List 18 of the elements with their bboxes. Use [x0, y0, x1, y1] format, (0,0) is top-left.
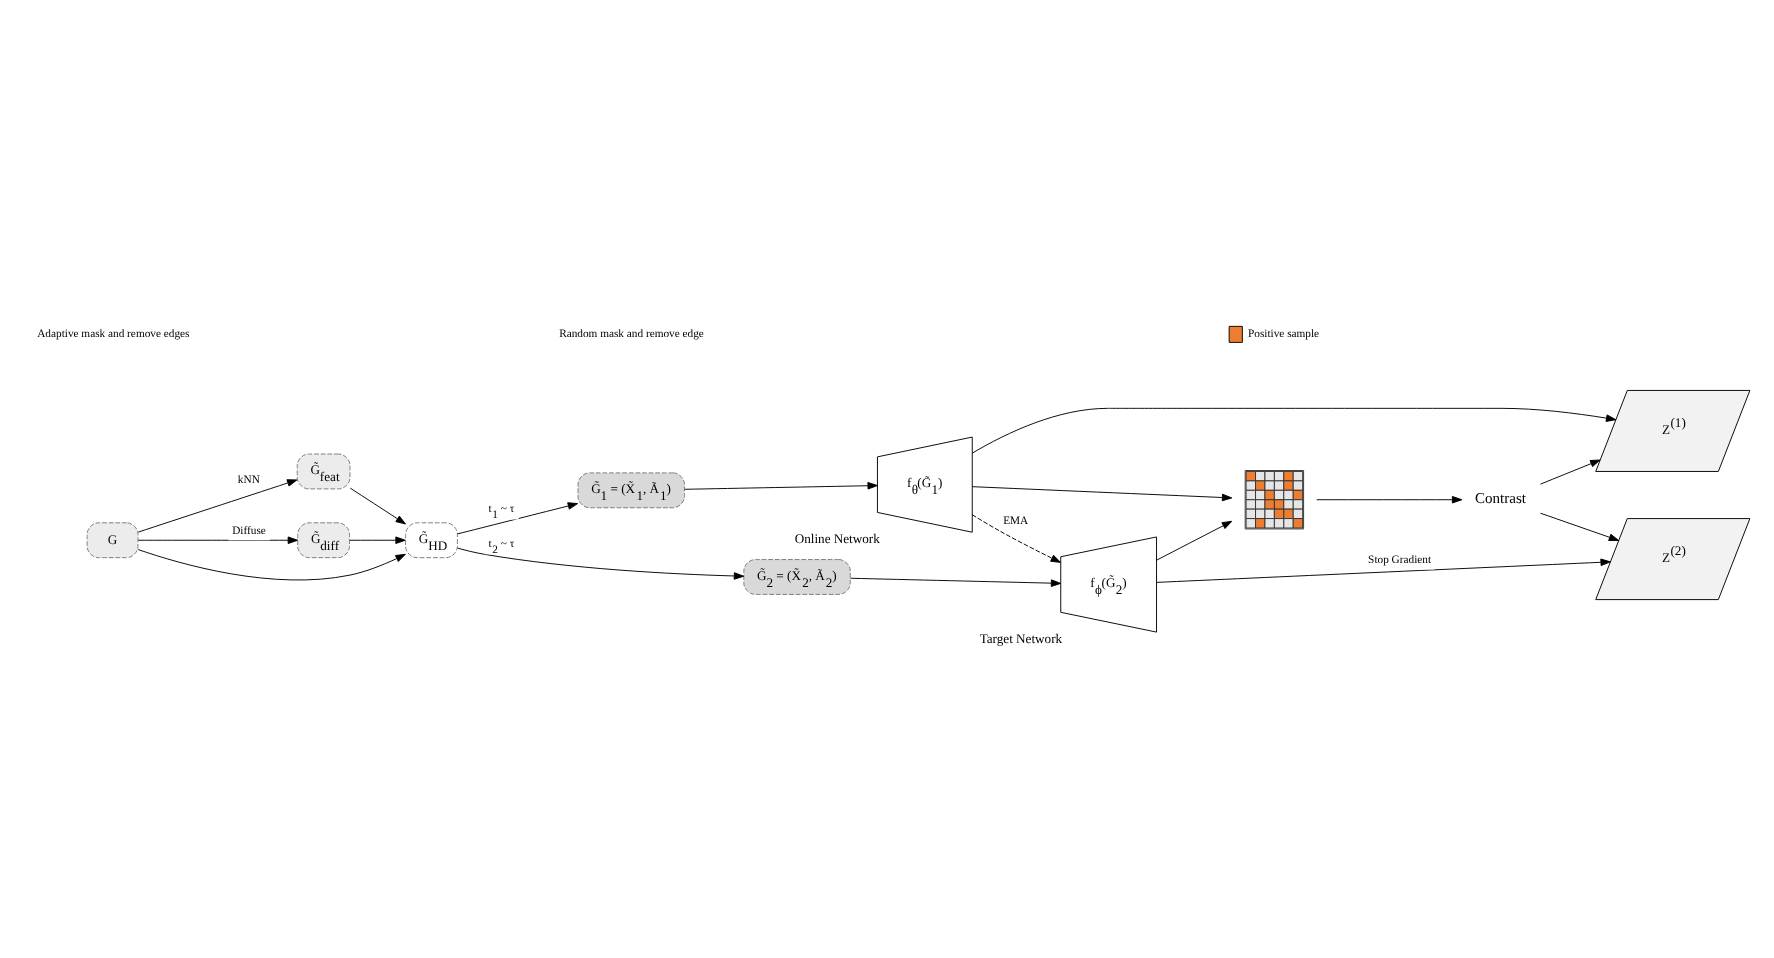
arrow [971, 514, 1061, 563]
arrow [850, 577, 1062, 587]
arrow [1540, 512, 1620, 541]
node-text: Contrast [1475, 489, 1526, 508]
arrow [684, 481, 878, 490]
arrow [137, 536, 299, 544]
arrow [349, 536, 406, 544]
arrow [457, 547, 745, 580]
arrow [971, 407, 1617, 454]
arrow [971, 486, 1233, 502]
arrow [349, 487, 406, 525]
arrow [137, 549, 406, 581]
arrow [1540, 459, 1601, 485]
arrow [1156, 520, 1233, 561]
arrow [137, 479, 298, 533]
arrow [1316, 495, 1463, 504]
arrow [457, 502, 579, 535]
arrow [1156, 558, 1611, 583]
